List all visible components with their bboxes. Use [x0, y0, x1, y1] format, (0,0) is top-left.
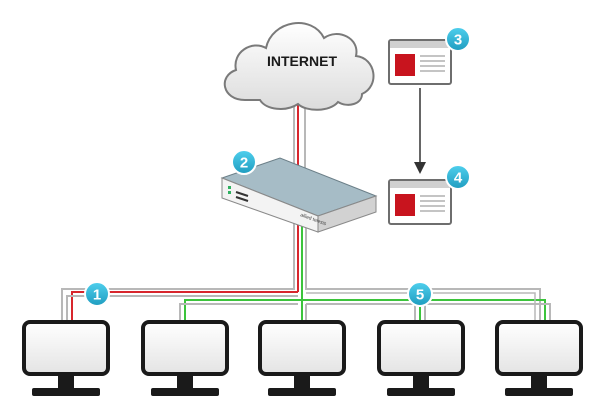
- monitor-3: [258, 320, 346, 396]
- monitor-icon: [495, 320, 583, 396]
- internet-cloud: INTERNET: [223, 22, 375, 111]
- document-icon: [388, 179, 452, 225]
- cables: [61, 95, 551, 322]
- network-switch: allied telesis: [220, 157, 378, 233]
- monitor-2: [141, 320, 229, 396]
- monitor-icon: [377, 320, 465, 396]
- monitor-icon: [141, 320, 229, 396]
- badge-2: 2: [231, 149, 257, 175]
- badge-1-number: 1: [93, 287, 101, 304]
- monitor-icon: [258, 320, 346, 396]
- monitor-1: [22, 320, 110, 396]
- badge-2-number: 2: [240, 155, 248, 172]
- badge-1: 1: [84, 281, 110, 307]
- monitor-icon: [22, 320, 110, 396]
- badge-3: 3: [445, 26, 471, 52]
- badge-5: 5: [407, 281, 433, 307]
- cloud-icon: [223, 22, 375, 111]
- badge-4-number: 4: [454, 170, 463, 187]
- monitor-5: [495, 320, 583, 396]
- badge-5-number: 5: [416, 287, 424, 304]
- monitors: [22, 320, 583, 396]
- network-switch-icon: [220, 157, 378, 233]
- cloud-label: INTERNET: [267, 53, 337, 69]
- document-top: [388, 39, 452, 85]
- badges: 1 2 3 4 5: [84, 26, 471, 307]
- document-bottom: [388, 179, 452, 225]
- red-path: [71, 291, 298, 322]
- badge-4: 4: [445, 164, 471, 190]
- badge-3-number: 3: [454, 32, 462, 49]
- green-path: [184, 299, 302, 322]
- monitor-4: [377, 320, 465, 396]
- document-icon: [388, 39, 452, 85]
